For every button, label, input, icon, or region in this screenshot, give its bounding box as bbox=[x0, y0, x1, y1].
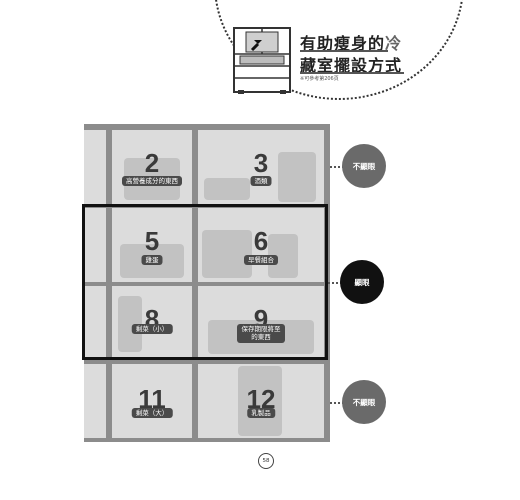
zone-10-cell bbox=[84, 364, 106, 438]
zone-11-cell: 11 剩菜（大） bbox=[112, 364, 192, 438]
zone-label: 乳製品 bbox=[247, 408, 275, 419]
title-underline-2 bbox=[300, 72, 404, 74]
marker-visible: 顯眼 bbox=[340, 260, 384, 304]
connector-bottom bbox=[330, 402, 344, 404]
connector-middle bbox=[328, 282, 342, 284]
fridge-icon bbox=[233, 27, 291, 94]
title-underline-1 bbox=[300, 50, 388, 52]
eye-level-highlight-frame bbox=[82, 204, 328, 360]
zone-5-cell: 5 雞蛋 bbox=[112, 208, 192, 282]
zone-3-cell: 3 酒類 bbox=[198, 130, 324, 204]
zone-4-cell bbox=[84, 208, 106, 282]
zone-1-cell bbox=[84, 130, 106, 204]
marker-not-visible-top: 不顯眼 bbox=[342, 144, 386, 188]
header-title-line2: 藏室擺設方式 bbox=[300, 56, 403, 75]
jar-photo bbox=[202, 230, 252, 278]
zone-number: 5 bbox=[144, 226, 160, 256]
header-title-line1: 有助瘦身的冷 bbox=[300, 34, 403, 53]
fridge-diagram: 2 高營養成分的東西 3 酒類 5 雞蛋 6 早餐組合 8 剩菜（小） 9 保存… bbox=[84, 124, 330, 442]
page-number: 58 bbox=[258, 453, 274, 469]
milk-carton-photo bbox=[238, 366, 282, 436]
header-note: ※可參考第206頁 bbox=[300, 76, 339, 82]
bowl-photo bbox=[204, 178, 250, 200]
zone-label: 高營養成分的東西 bbox=[122, 176, 182, 187]
zone-8-cell: 8 剩菜（小） bbox=[112, 286, 192, 358]
connector-top bbox=[330, 166, 344, 168]
marker-not-visible-bottom: 不顯眼 bbox=[342, 380, 386, 424]
beer-can-photo bbox=[278, 152, 316, 202]
zone-label: 剩菜（大） bbox=[131, 408, 173, 419]
zone-6-cell: 6 早餐組合 bbox=[198, 208, 324, 282]
zone-label: 早餐組合 bbox=[244, 255, 278, 266]
zone-7-cell bbox=[84, 286, 106, 358]
zone-9-cell: 9 保存期限將至的東西 bbox=[198, 286, 324, 358]
zone-label: 酒類 bbox=[250, 176, 272, 187]
zone-number: 6 bbox=[253, 226, 269, 256]
header-title-highlight: 冷 bbox=[385, 34, 403, 53]
zone-label: 剩菜（小） bbox=[131, 324, 173, 335]
zone-label: 保存期限將至的東西 bbox=[237, 324, 285, 343]
zone-label: 雞蛋 bbox=[141, 255, 163, 266]
zone-number: 2 bbox=[144, 148, 160, 178]
zone-12-cell: 12 乳製品 bbox=[198, 364, 324, 438]
zone-number: 3 bbox=[253, 148, 269, 178]
zone-2-cell: 2 高營養成分的東西 bbox=[112, 130, 192, 204]
